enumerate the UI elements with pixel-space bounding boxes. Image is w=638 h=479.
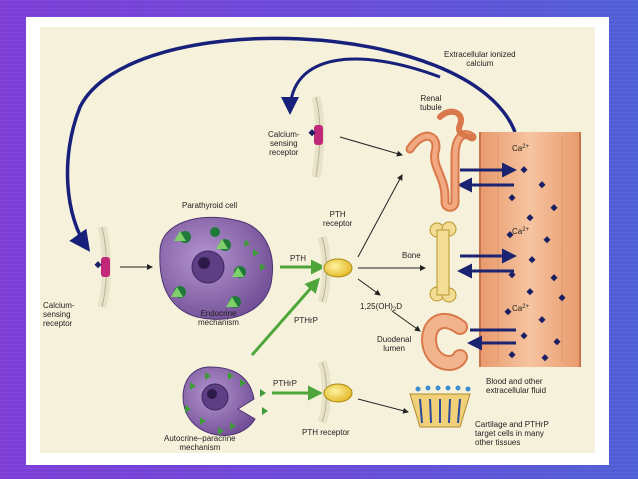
label-pth: PTH: [290, 254, 306, 263]
slide-frame: Extracellular ionized calcium Renal tubu…: [26, 17, 609, 465]
label-bone: Bone: [402, 251, 421, 260]
duodenum-shape: [421, 313, 468, 371]
feedback-arrow-top: [281, 57, 441, 115]
label-ca-low: Ca2+: [512, 304, 530, 313]
bone-shape: [429, 221, 457, 303]
label-extracellular-ca: Extracellular ionized calcium: [444, 50, 516, 68]
label-duodenal: Duodenal lumen: [377, 335, 412, 353]
pth-receptor-upper: [317, 235, 353, 304]
parathyroid-cell-shape: [159, 216, 274, 320]
arrow-pthrp-to-receptor: [250, 277, 320, 356]
label-blood: Blood and other extracellular fluid: [486, 377, 547, 395]
arrows-from-pth-receptor: [357, 174, 426, 414]
label-ca-mid: Ca2+: [512, 227, 530, 236]
exchange-arrows-bone: [457, 248, 517, 279]
pth-receptor-lower: [317, 360, 353, 424]
autocrine-cell-shape: [182, 366, 268, 436]
diagram-graphics: [65, 36, 581, 436]
renal-tubule-shape: [405, 108, 477, 212]
label-pth-receptor-low: PTH receptor: [302, 428, 350, 437]
label-autocrine: Autocrine–paracrine mechanism: [164, 434, 236, 452]
feedback-arrow-left: [65, 36, 517, 252]
exchange-arrows-duodenal: [467, 328, 516, 351]
label-pthrp-mid: PTHrP: [294, 316, 318, 325]
label-parathyroid-cell: Parathyroid cell: [182, 201, 238, 210]
csr-top-membrane: [308, 95, 325, 178]
cartilage-shape: [409, 385, 471, 428]
calcium-ions: [504, 166, 566, 362]
exchange-arrows-renal: [457, 162, 517, 193]
label-pthrp-low: PTHrP: [273, 379, 297, 388]
label-cartilage: Cartilage and PTHrP target cells in many…: [475, 420, 549, 447]
label-endocrine: Endocrine mechanism: [198, 309, 239, 327]
blood-vessel: [479, 132, 581, 367]
label-ca-top: Ca2+: [512, 144, 530, 153]
calcium-regulation-diagram: Extracellular ionized calcium Renal tubu…: [40, 27, 595, 453]
label-pth-receptor: PTH receptor: [323, 210, 353, 228]
label-vitamin-d: 1,25(OH)2D: [360, 302, 403, 313]
label-csr-top: Calcium- sensing receptor: [268, 130, 300, 157]
label-csr-left: Calcium- sensing receptor: [43, 301, 75, 328]
arrow-csr-top-to-renal: [339, 136, 403, 157]
label-renal-tubule: Renal tubule: [420, 94, 442, 112]
csr-left-membrane: [94, 225, 111, 309]
